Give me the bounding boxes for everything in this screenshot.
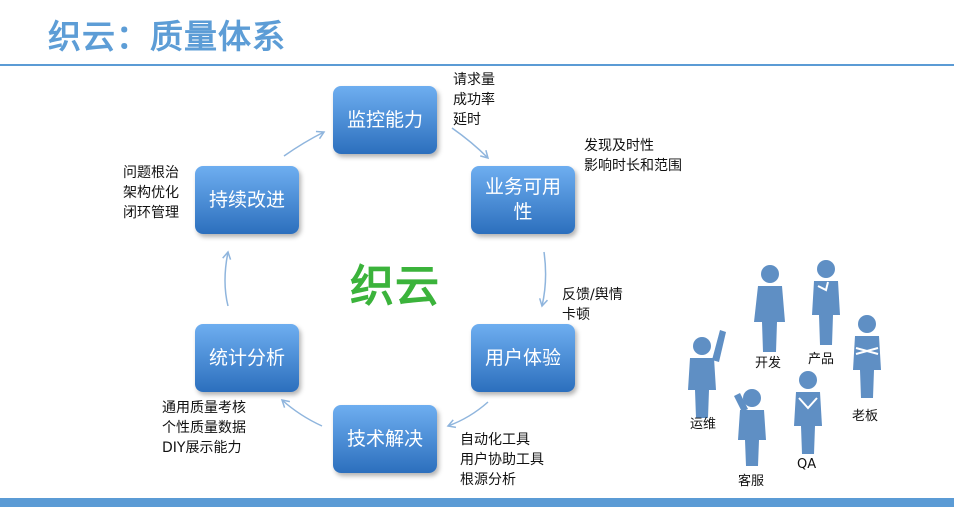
arrow-analysis-to-improve — [222, 250, 232, 307]
person-cs-icon — [734, 389, 766, 466]
node-availability: 业务可用性 — [471, 166, 575, 234]
person-boss-icon — [853, 315, 881, 398]
arrow-availability-to-experience — [538, 251, 549, 308]
person-product-icon — [812, 260, 840, 345]
role-label-cs: 客服 — [738, 474, 765, 489]
note-analysis: 通用质量考核 个性质量数据 DIY展示能力 — [162, 400, 246, 456]
note-experience: 反馈/舆情 卡顿 — [562, 287, 623, 323]
node-solution: 技术解决 — [333, 405, 437, 473]
arrow-experience-to-solution — [446, 401, 489, 429]
role-label-product: 产品 — [808, 352, 835, 367]
arrow-solution-to-analysis — [280, 398, 323, 427]
person-dev-icon — [754, 265, 785, 352]
arrow-monitor-to-availability — [451, 127, 490, 160]
bottom-bar — [0, 498, 954, 507]
role-label-dev: 开发 — [755, 356, 782, 371]
role-label-qa: QA — [797, 457, 817, 472]
role-label-ops: 运维 — [690, 417, 717, 432]
arrow-improve-to-monitor — [283, 130, 326, 157]
role-label-boss: 老板 — [852, 409, 879, 424]
title-divider — [0, 64, 954, 66]
person-ops-icon — [688, 330, 726, 418]
note-monitor: 请求量 成功率 延时 — [453, 72, 495, 128]
note-availability: 发现及时性 影响时长和范围 — [584, 138, 682, 174]
person-qa-icon — [794, 371, 822, 454]
node-improve: 持续改进 — [195, 166, 299, 234]
node-monitor: 监控能力 — [333, 86, 437, 154]
node-analysis: 统计分析 — [195, 324, 299, 392]
node-experience: 用户体验 — [471, 324, 575, 392]
note-improve: 问题根治 架构优化 闭环管理 — [123, 165, 179, 221]
page-title: 织云：质量体系 — [48, 17, 286, 56]
center-label: 织云 — [350, 261, 440, 312]
note-solution: 自动化工具 用户协助工具 根源分析 — [460, 432, 544, 488]
